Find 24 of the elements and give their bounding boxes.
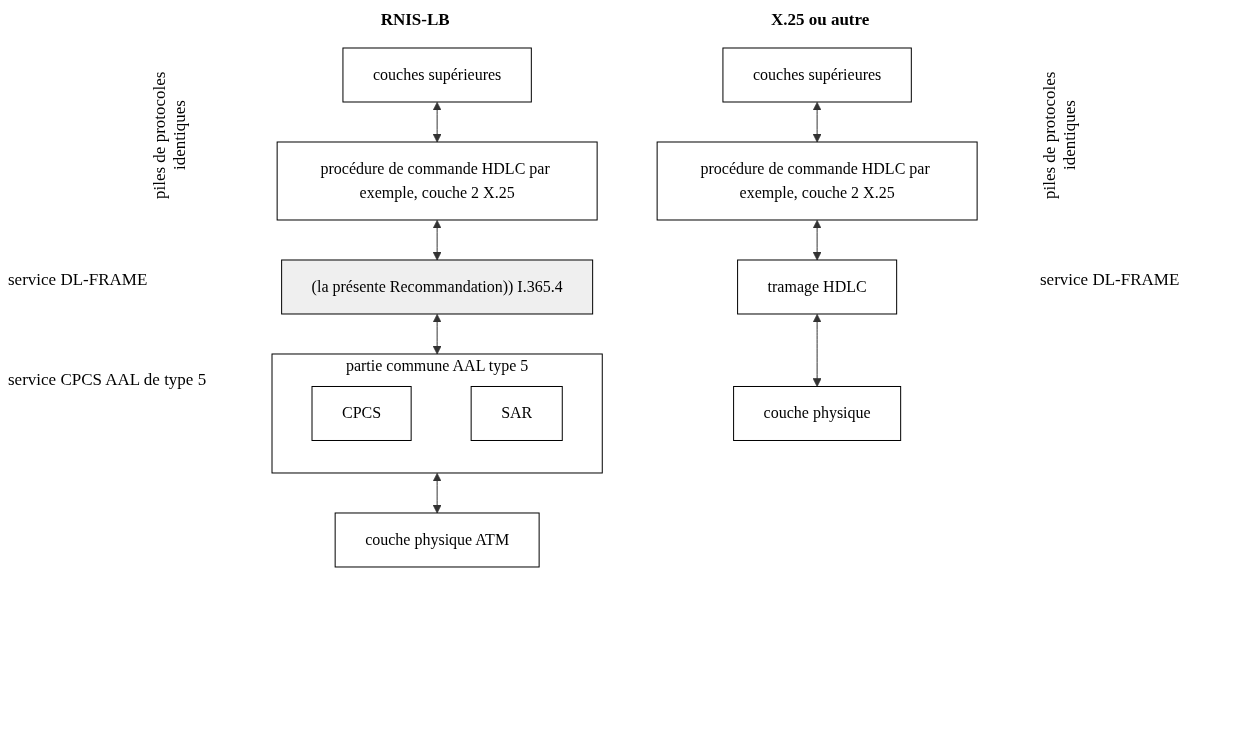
node-box: couche physique ATM	[335, 512, 541, 568]
service-label: service DL-FRAME	[1040, 270, 1181, 290]
node-box: CPCS	[311, 386, 413, 441]
node-box: couches supérieures	[342, 47, 533, 103]
node-box: tramage HDLC	[737, 259, 898, 315]
node-box: SAR	[471, 386, 564, 441]
arrow	[813, 220, 822, 261]
arrow	[813, 102, 822, 143]
vertical-note: piles de protocoles identiques	[1040, 70, 1080, 201]
service-label: service DL-FRAME	[8, 270, 149, 290]
node-box: (la présente Recommandation)) I.365.4	[281, 259, 594, 315]
arrow	[433, 220, 442, 261]
node-box: couches supérieures	[722, 47, 913, 103]
node-box: couche physique	[733, 386, 902, 441]
column-heading: RNIS-LB	[380, 10, 450, 30]
vertical-note: piles de protocoles identiques	[150, 70, 190, 201]
column-heading: X.25 ou autre	[770, 10, 870, 30]
arrow	[813, 314, 822, 387]
arrow	[433, 102, 442, 143]
node-box: procédure de commande HDLC par exemple, couche 2 X.25	[657, 141, 979, 221]
node-box: procédure de commande HDLC par exemple, couche 2 X.25	[277, 141, 599, 221]
arrow	[433, 473, 442, 514]
arrow	[433, 314, 442, 355]
service-label: service CPCS AAL de type 5	[8, 370, 208, 390]
